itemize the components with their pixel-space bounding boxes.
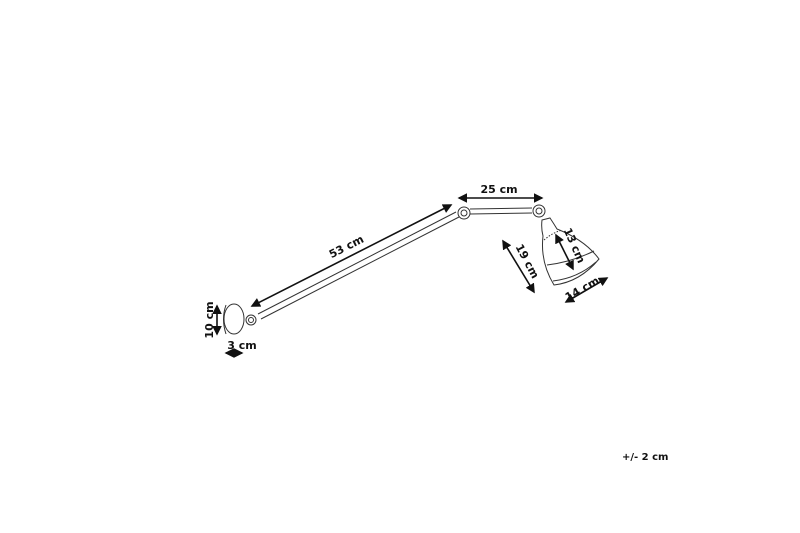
long-arm bbox=[257, 211, 460, 320]
lower-joint bbox=[245, 314, 257, 326]
short-arm bbox=[469, 207, 533, 215]
base-depth-label: 3 cm bbox=[227, 339, 256, 352]
shade-height-arrow bbox=[555, 233, 574, 271]
shade-rim bbox=[552, 261, 597, 282]
wall-base-plate bbox=[223, 303, 245, 335]
upper-arm-length-label: 25 cm bbox=[480, 183, 517, 196]
wall-base-side bbox=[223, 304, 227, 335]
upper-joint bbox=[532, 204, 546, 218]
middle-joint bbox=[457, 206, 471, 220]
arm-length-label: 53 cm bbox=[327, 233, 366, 261]
tolerance-note: +/- 2 cm bbox=[622, 452, 669, 463]
shade-reach-label: 19 cm bbox=[513, 242, 542, 281]
dimension-arrows bbox=[212, 193, 609, 358]
base-height-label: 10 cm bbox=[203, 301, 216, 338]
arm-length-arrow bbox=[250, 204, 453, 307]
shade-band bbox=[543, 229, 563, 241]
shade-reach-arrow bbox=[502, 239, 535, 294]
shade-diameter-arrow bbox=[564, 277, 609, 303]
